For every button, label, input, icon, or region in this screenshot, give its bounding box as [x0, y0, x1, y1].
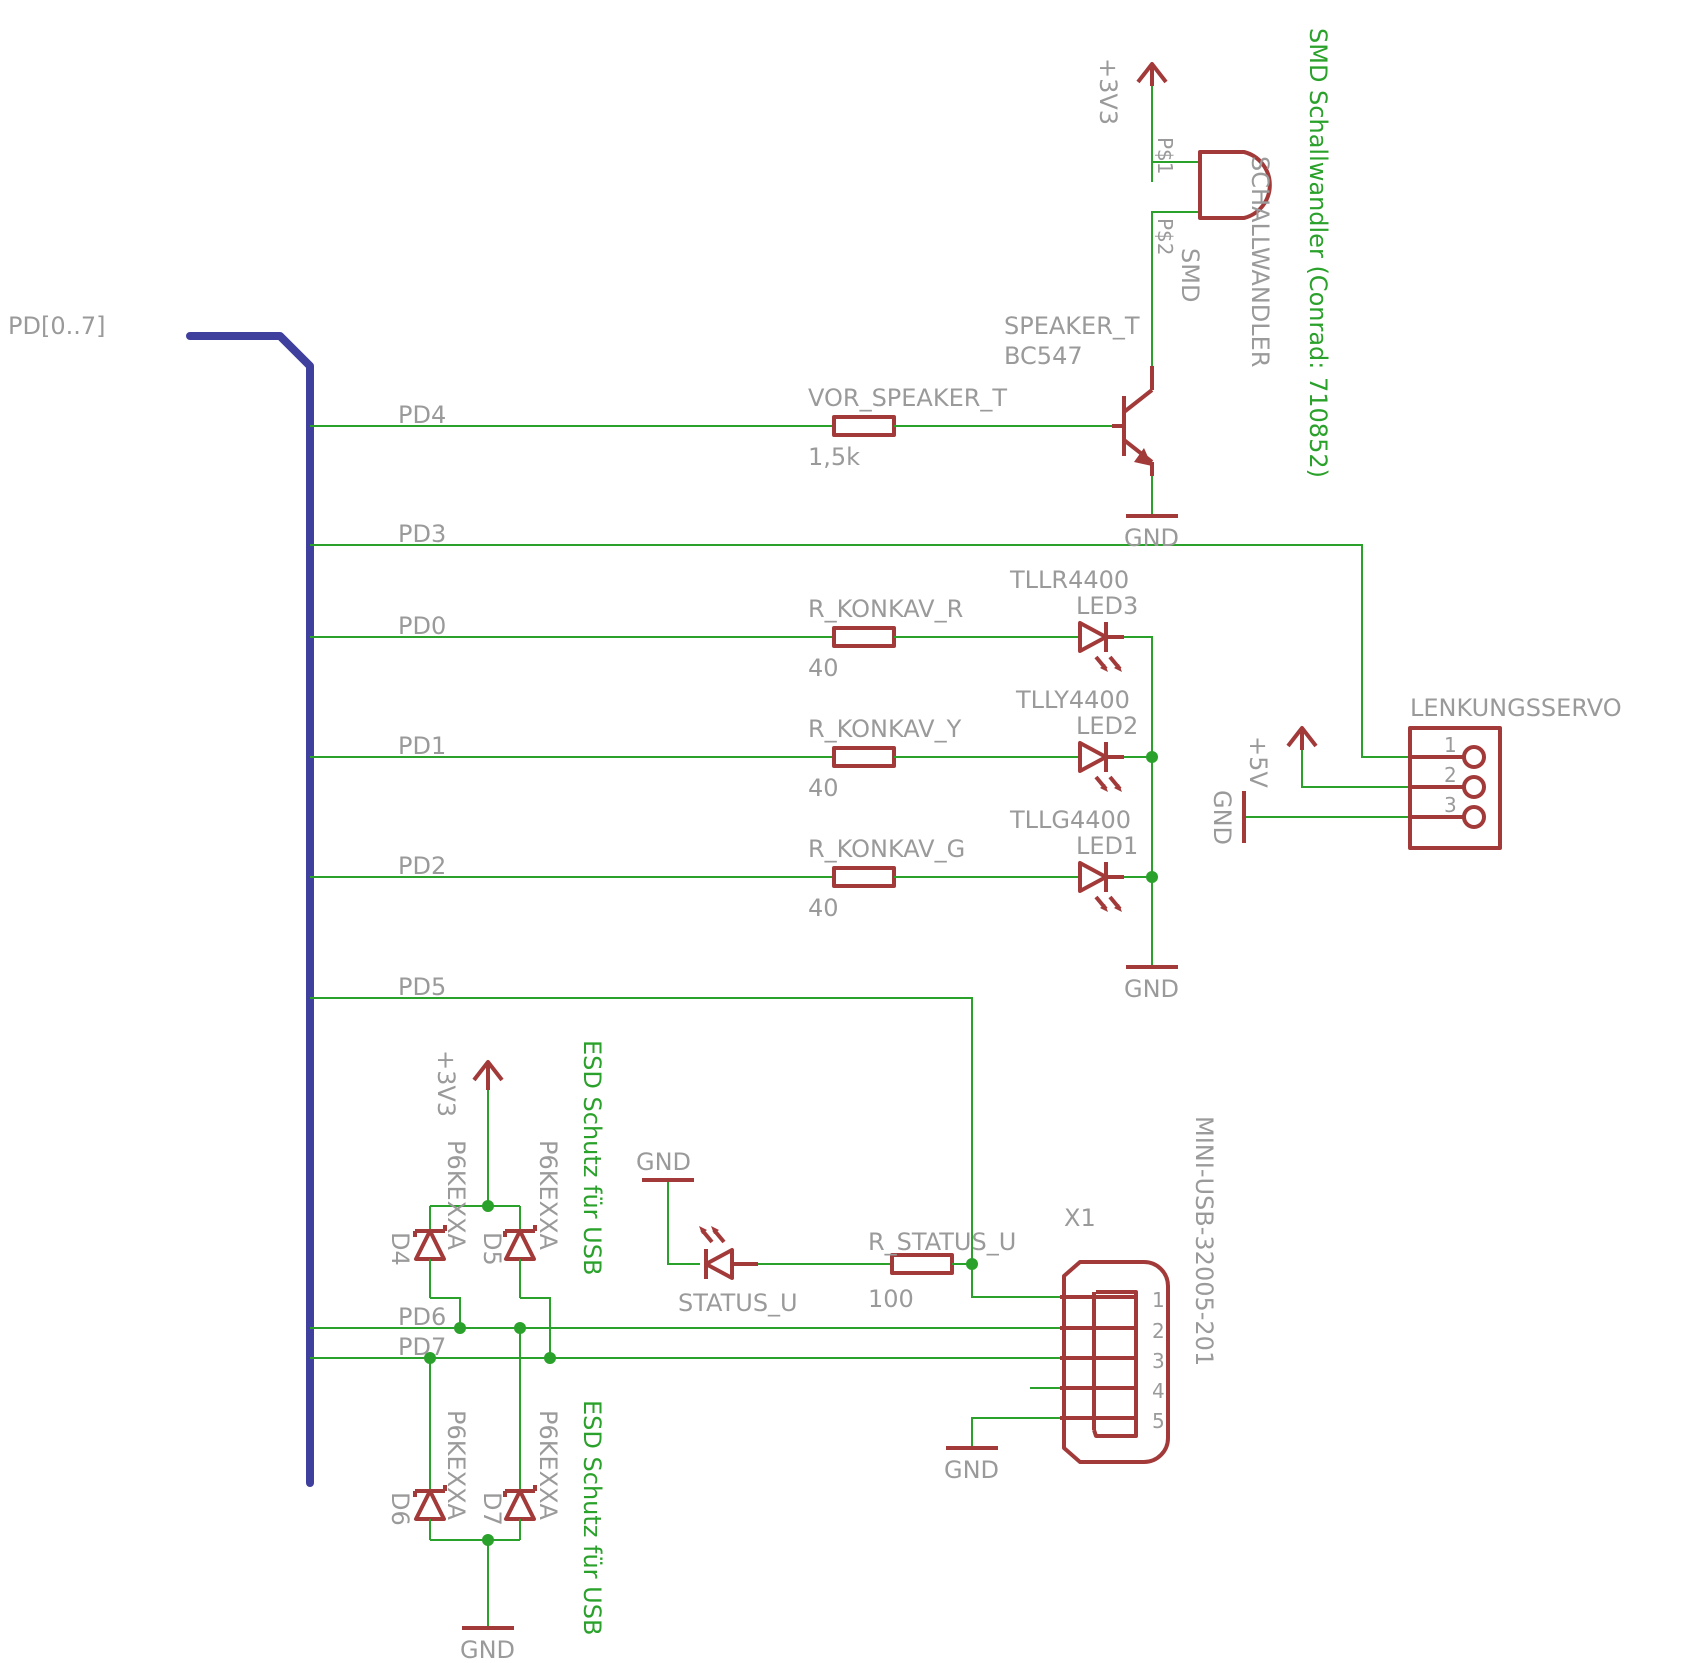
- tvs-d6-value: P6KEXXA: [442, 1410, 470, 1521]
- usb-connector: 1 2 3 4 5 X1 MINI-USB-32005-201: [1060, 1116, 1218, 1464]
- net-label-pd6: PD6: [398, 1303, 446, 1331]
- tvs-d7-name: D7: [478, 1492, 506, 1526]
- tvs-d5-name: D5: [478, 1232, 506, 1266]
- servo-pin-1: 1: [1444, 733, 1457, 757]
- usb-pin-5: 5: [1152, 1409, 1165, 1433]
- gnd-usb: GND: [944, 1446, 999, 1484]
- net-label-pd0: PD0: [398, 612, 446, 640]
- resistor-konkav-r-name: R_KONKAV_R: [808, 595, 963, 623]
- servo-name: LENKUNGSSERVO: [1410, 694, 1622, 722]
- led2-value: TLLY4400: [1015, 686, 1130, 714]
- servo-connector: 1 2 3 LENKUNGSSERVO: [1408, 694, 1622, 850]
- supply-3v3-esd: +3V3: [432, 1050, 504, 1117]
- transistor-value: BC547: [1004, 342, 1083, 370]
- gnd-servo: GND: [1208, 790, 1246, 845]
- status-led-name: STATUS_U: [678, 1289, 798, 1317]
- resistor-konkav-g-value: 40: [808, 894, 839, 922]
- net-label-pd7: PD7: [398, 1333, 446, 1361]
- supply-5v: +5V: [1244, 726, 1318, 788]
- resistor-vor-speaker-name: VOR_SPEAKER_T: [808, 384, 1007, 412]
- transducer-name: SCHALLWANDLER: [1246, 156, 1274, 367]
- esd-note-top: ESD Schutz für USB: [578, 1040, 606, 1275]
- status-led: STATUS_U: [678, 1226, 798, 1317]
- resistor-status-value: 100: [868, 1285, 914, 1313]
- gnd-label-status: GND: [636, 1148, 691, 1176]
- net-label-pd2: PD2: [398, 852, 446, 880]
- gnd-label-servo: GND: [1208, 790, 1236, 845]
- transducer-note: SMD Schallwandler (Conrad: 710852): [1304, 28, 1332, 478]
- usb-pin-2: 2: [1152, 1319, 1165, 1343]
- transducer-pin1-label: P$1: [1153, 137, 1177, 175]
- tvs-d5-value: P6KEXXA: [534, 1140, 562, 1251]
- gnd-status: GND: [636, 1148, 694, 1182]
- tvs-d4-value: P6KEXXA: [442, 1140, 470, 1251]
- gnd-label-leds: GND: [1124, 975, 1179, 1003]
- transducer-symbol: P$1 P$2 SCHALLWANDLER SMD: [1153, 137, 1274, 367]
- resistor-konkav-r-value: 40: [808, 654, 839, 682]
- transducer-value: SMD: [1176, 248, 1204, 302]
- junction-dots: [424, 751, 1158, 1546]
- transistor-name: SPEAKER_T: [1004, 312, 1140, 340]
- tvs-d4-name: D4: [386, 1232, 414, 1266]
- led1-name: LED1: [1076, 832, 1138, 860]
- net-label-pd1: PD1: [398, 732, 446, 760]
- tvs-d6-name: D6: [386, 1492, 414, 1526]
- resistor-konkav-y: R_KONKAV_Y 40: [808, 715, 962, 802]
- led3-red: TLLR4400 LED3: [1009, 566, 1138, 674]
- tvs-d6: D6 P6KEXXA: [386, 1410, 470, 1532]
- bus-label: PD[0..7]: [8, 312, 105, 340]
- net-label-pd3: PD3: [398, 520, 446, 548]
- transducer-pin2-label: P$2: [1153, 218, 1177, 256]
- led1-value: TLLG4400: [1009, 806, 1131, 834]
- resistor-konkav-g-name: R_KONKAV_G: [808, 835, 965, 863]
- resistor-vor-speaker-value: 1,5k: [808, 443, 860, 471]
- tvs-d7-value: P6KEXXA: [534, 1410, 562, 1521]
- tvs-d7: D7 P6KEXXA: [478, 1410, 562, 1532]
- resistor-konkav-y-name: R_KONKAV_Y: [808, 715, 962, 743]
- led2-name: LED2: [1076, 712, 1138, 740]
- supply-label-3v3-top: +3V3: [1094, 58, 1122, 125]
- led3-value: TLLR4400: [1009, 566, 1129, 594]
- pd-bus: [186, 332, 314, 1487]
- resistor-status-name: R_STATUS_U: [868, 1228, 1016, 1256]
- tvs-d5: D5 P6KEXXA: [478, 1140, 562, 1272]
- gnd-label-esd: GND: [460, 1636, 515, 1663]
- net-label-pd5: PD5: [398, 973, 446, 1001]
- supply-label-3v3-bottom: +3V3: [432, 1050, 460, 1117]
- net-label-pd4: PD4: [398, 401, 446, 429]
- gnd-label-usb: GND: [944, 1456, 999, 1484]
- led3-name: LED3: [1076, 592, 1138, 620]
- usb-value: MINI-USB-32005-201: [1190, 1116, 1218, 1366]
- supply-3v3-speaker: +3V3: [1094, 58, 1168, 125]
- resistor-status: R_STATUS_U 100: [868, 1228, 1016, 1313]
- usb-pin-3: 3: [1152, 1349, 1165, 1373]
- net-wires: [310, 80, 1412, 1628]
- transistor-bc547: SPEAKER_T BC547: [1004, 312, 1154, 476]
- resistor-vor-speaker: VOR_SPEAKER_T 1,5k: [808, 384, 1007, 471]
- gnd-esd: GND: [460, 1626, 515, 1663]
- usb-pin-4: 4: [1152, 1379, 1165, 1403]
- esd-note-bottom: ESD Schutz für USB: [578, 1400, 606, 1635]
- gnd-leds: GND: [1124, 965, 1179, 1003]
- gnd-label-transistor: GND: [1124, 524, 1179, 552]
- resistor-konkav-y-value: 40: [808, 774, 839, 802]
- usb-name: X1: [1064, 1204, 1096, 1232]
- led2-yellow: TLLY4400 LED2: [1015, 686, 1138, 794]
- servo-pin-2: 2: [1444, 763, 1457, 787]
- supply-label-5v: +5V: [1244, 736, 1272, 788]
- tvs-d4: D4 P6KEXXA: [386, 1140, 470, 1272]
- usb-pin-1: 1: [1152, 1288, 1165, 1312]
- resistor-konkav-r: R_KONKAV_R 40: [808, 595, 963, 682]
- led1-green: TLLG4400 LED1: [1009, 806, 1138, 914]
- resistor-konkav-g: R_KONKAV_G 40: [808, 835, 965, 922]
- gnd-transistor: GND: [1124, 514, 1179, 552]
- servo-pin-3: 3: [1444, 793, 1457, 817]
